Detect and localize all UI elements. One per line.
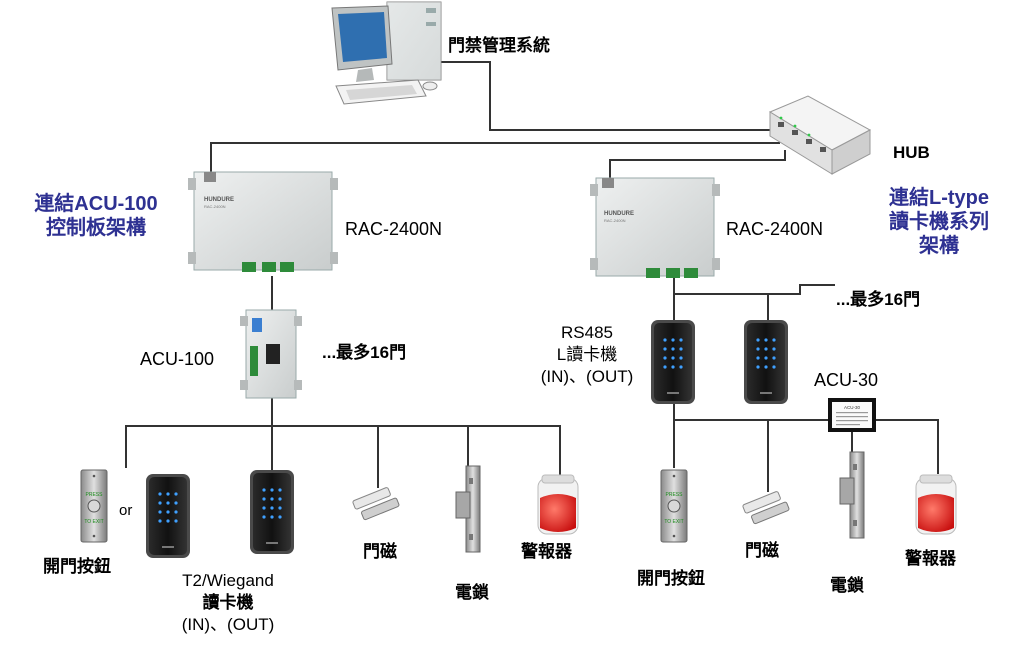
door-contact-right-label: 門磁 [745, 541, 779, 560]
rac-left-model: RAC-2400N [204, 204, 226, 209]
computer-icon [331, 1, 442, 105]
press-text-right: PRESS [666, 492, 684, 498]
connection-lines [125, 61, 939, 492]
t2-wiegand-reader-2-icon [250, 470, 294, 554]
rac-2400n-left-device: HUNDURE RAC-2400N [188, 171, 338, 272]
acu-30-device: ACU-30 [828, 398, 876, 432]
rac-left-brand: HUNDURE [204, 197, 234, 203]
acu30-label: ACU-30 [814, 370, 879, 390]
max-doors-right-label: ...最多16門 [836, 290, 921, 309]
rac-left-label: RAC-2400N [345, 219, 443, 239]
t2-wiegand-reader-1-icon [146, 474, 190, 558]
exit-button-right-label: 開門按鈕 [637, 569, 705, 588]
rs485-reader-2-icon [744, 320, 788, 404]
press-text-left: PRESS [86, 492, 104, 498]
rac-2400n-right-device: HUNDURE RAC-2400N [590, 177, 720, 278]
hub-device [768, 95, 872, 175]
electric-lock-right-icon [839, 451, 865, 539]
reader-line2: 讀卡機 [202, 593, 254, 612]
acu-100-device [240, 309, 302, 399]
reader-line3: (IN)、(OUT) [181, 615, 275, 634]
rs485-line3: (IN)、(OUT) [540, 367, 634, 386]
door-contact-left-icon [351, 485, 401, 523]
exit-button-right-icon: PRESS TO EXIT [660, 469, 688, 543]
rs485-reader-label: RS485 L讀卡機 (IN)、(OUT) [528, 322, 646, 388]
door-contact-left-label: 門磁 [363, 542, 397, 561]
rs485-line2: L讀卡機 [556, 345, 618, 364]
alarm-left-icon [537, 474, 579, 535]
acu100-label: ACU-100 [140, 349, 215, 369]
arch-right-line1: 連結L-type [889, 187, 989, 209]
lock-left-label: 電鎖 [455, 583, 489, 602]
exit-button-left-icon: PRESS TO EXIT [80, 469, 108, 543]
arch-right-line2: 讀卡機系列 [889, 211, 989, 233]
max-doors-left-label: ...最多16門 [322, 343, 407, 362]
arch-left-line1: 連結ACU-100 [34, 193, 158, 215]
arch-left-title: 連結ACU-100 控制板架構 [16, 192, 176, 240]
arch-right-title: 連結L-type 讀卡機系列 架構 [868, 186, 1010, 258]
rac-right-label: RAC-2400N [726, 219, 824, 239]
lock-right-label: 電鎖 [830, 576, 864, 595]
alarm-right-icon [915, 474, 957, 535]
alarm-right-label: 警報器 [905, 549, 956, 568]
acu30-tag-text: ACU-30 [844, 405, 861, 410]
exit-button-left-label: 開門按鈕 [43, 557, 111, 576]
rac-right-brand: HUNDURE [604, 211, 634, 217]
reader-line1: T2/Wiegand [182, 571, 274, 590]
alarm-left-label: 警報器 [521, 542, 572, 561]
or-label: or [119, 502, 133, 519]
rac-right-model: RAC-2400N [604, 218, 626, 223]
arch-left-line2: 控制板架構 [46, 217, 146, 239]
electric-lock-left-icon [455, 465, 481, 553]
to-exit-text-left: TO EXIT [84, 519, 103, 525]
rs485-reader-1-icon [651, 320, 695, 404]
rs485-line1: RS485 [561, 323, 613, 342]
system-label: 門禁管理系統 [448, 36, 550, 55]
door-contact-right-icon [741, 489, 791, 527]
t2-wiegand-reader-label: T2/Wiegand 讀卡機 (IN)、(OUT) [158, 570, 298, 636]
hub-label: HUB [893, 143, 930, 162]
to-exit-text-right: TO EXIT [664, 519, 683, 525]
arch-right-line3: 架構 [919, 235, 959, 257]
